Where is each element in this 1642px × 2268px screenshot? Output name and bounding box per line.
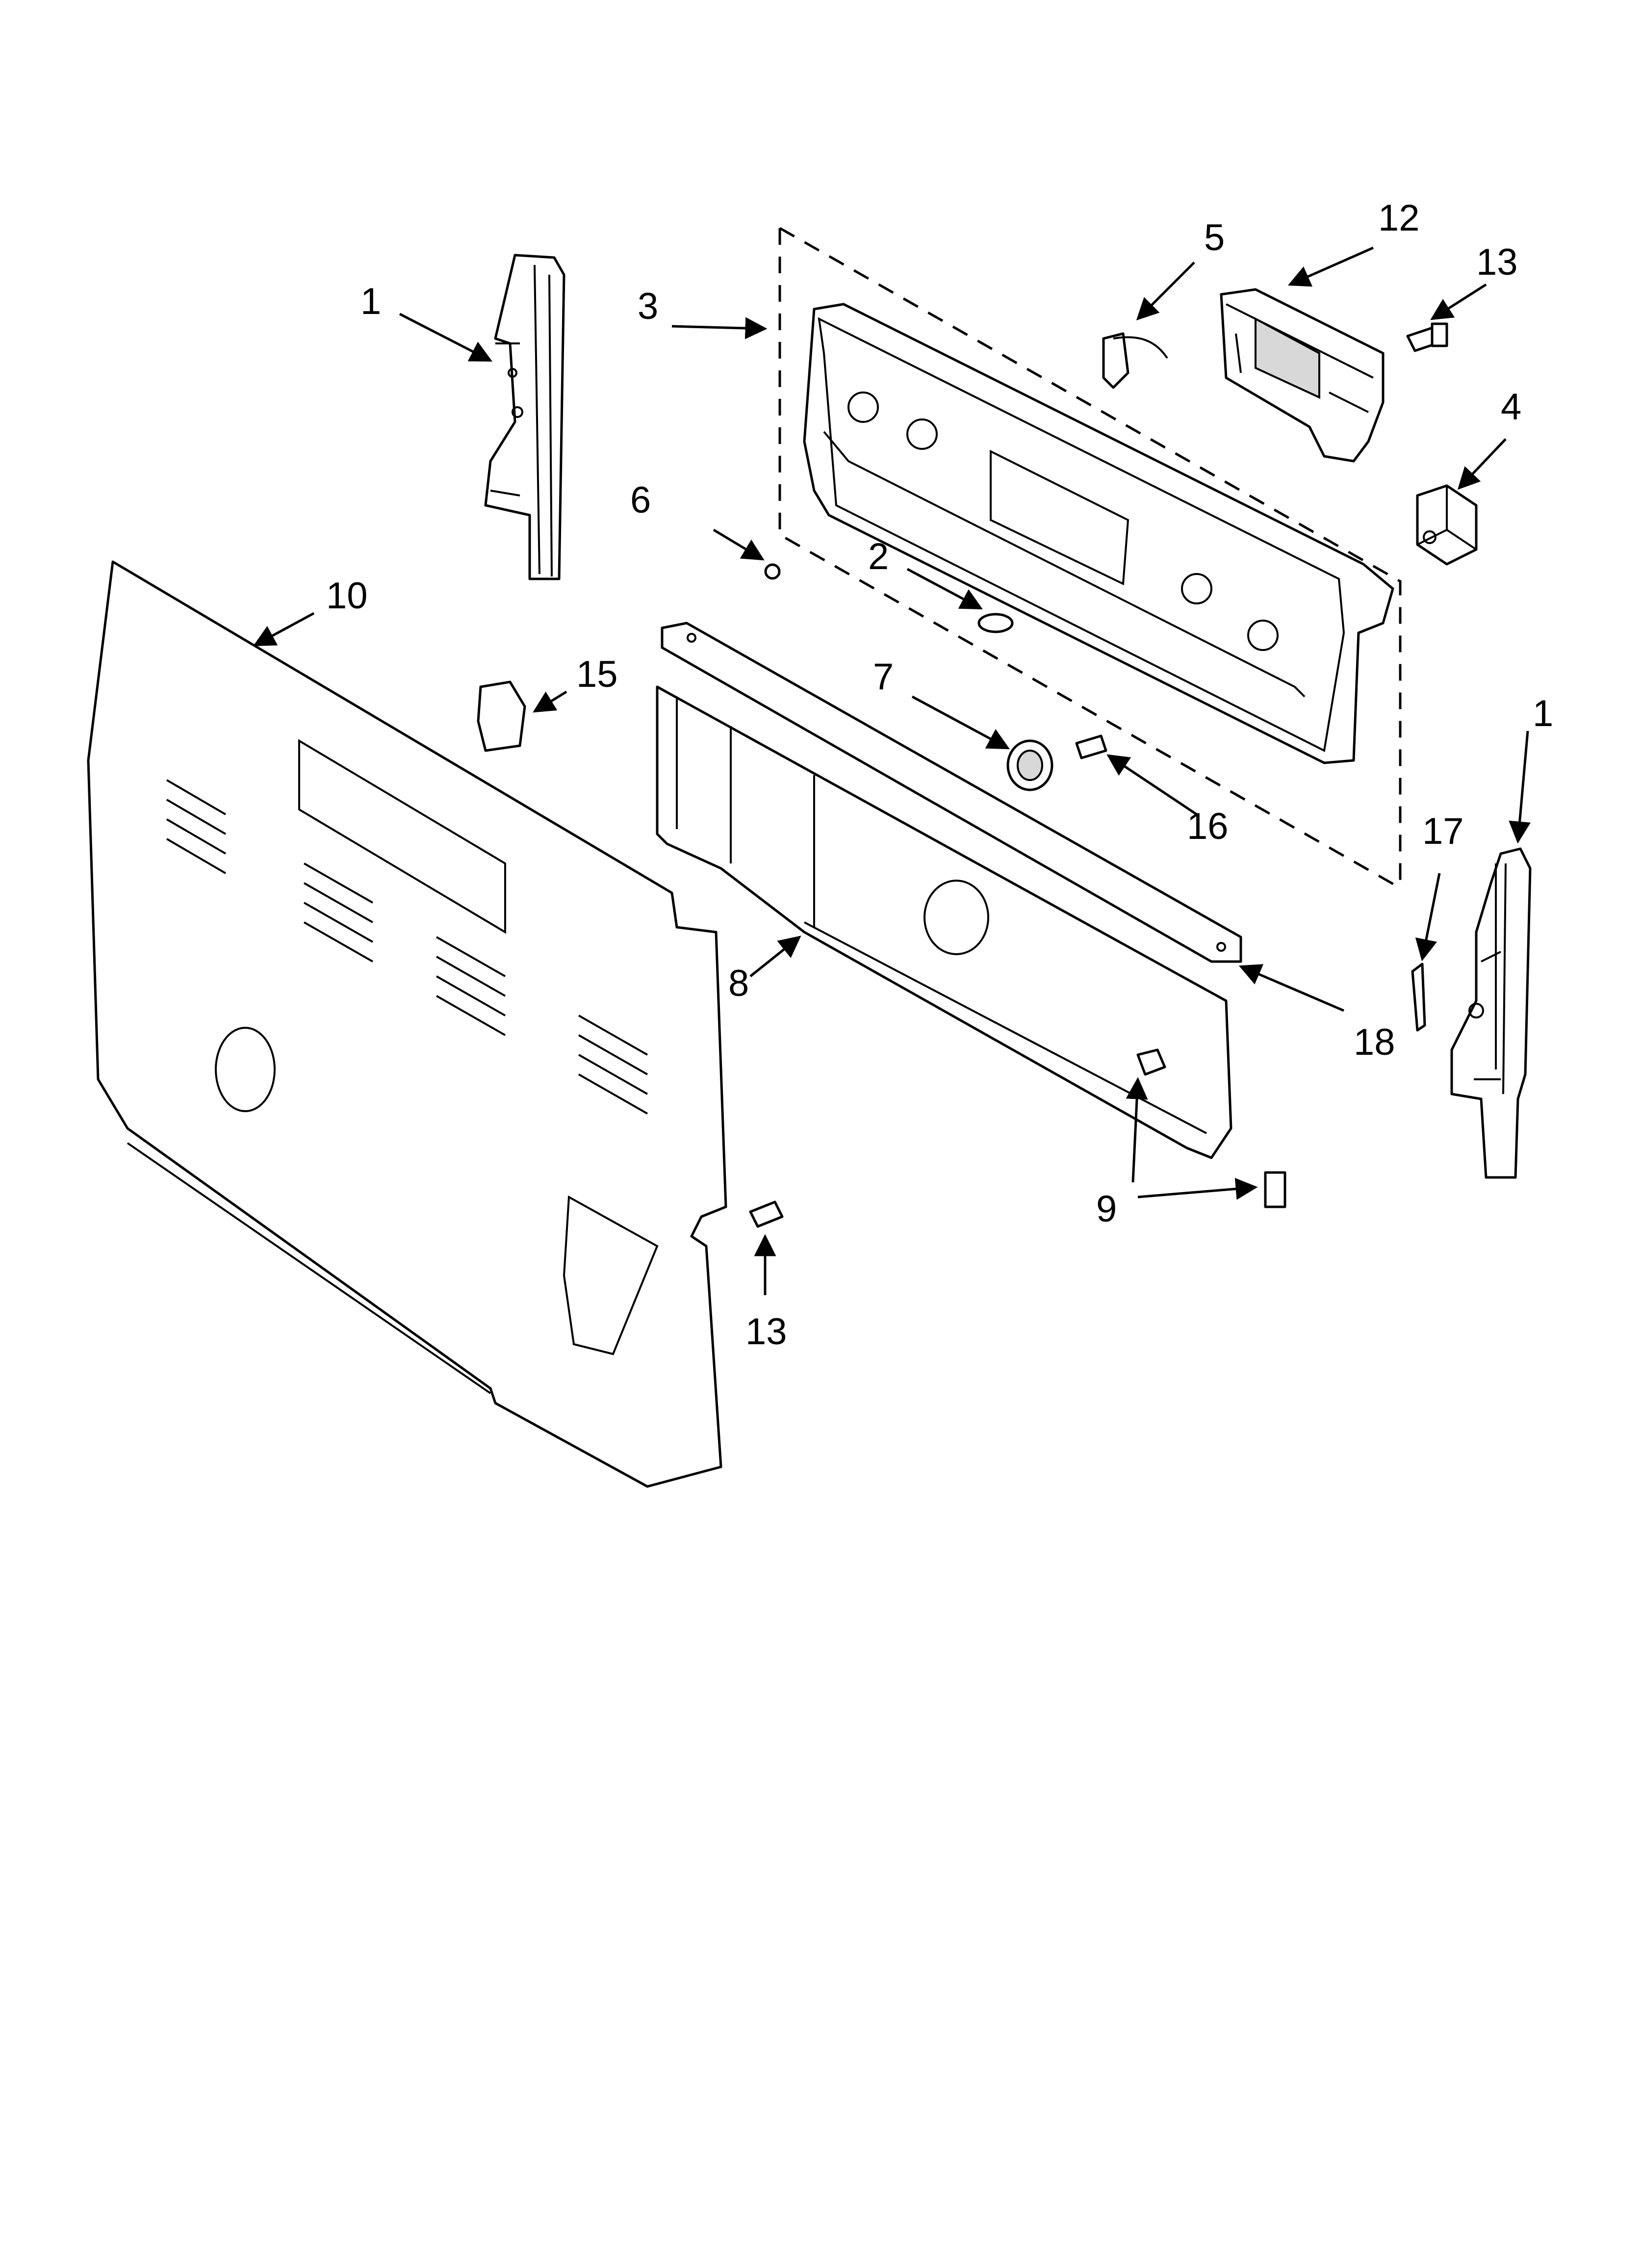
part-13-screw-lower	[749, 1200, 784, 1228]
part-1-right-side-bracket	[1450, 847, 1532, 1179]
callout-2: 2	[868, 536, 889, 577]
part-1-left-side-bracket	[484, 254, 565, 580]
part-2-badge	[977, 613, 1014, 633]
leader-lines	[253, 246, 1531, 1295]
part-3-control-panel	[803, 303, 1394, 764]
callout-1-left: 1	[360, 281, 381, 322]
callout-6: 6	[630, 479, 651, 521]
callout-16: 16	[1187, 806, 1229, 847]
callout-15: 15	[576, 653, 618, 695]
part-6-screw	[764, 563, 781, 580]
part-16-screw	[1075, 734, 1107, 759]
callout-8: 8	[728, 963, 749, 1004]
assembly-outline	[778, 227, 1402, 889]
callout-9: 9	[1096, 1188, 1117, 1230]
part-7-knob	[1006, 739, 1053, 791]
part-15-clip	[477, 680, 526, 752]
part-9-screws	[1136, 1048, 1286, 1208]
part-10-rear-panel	[87, 560, 727, 1488]
callout-labels: 1 1 2 3 4 5 6 7 8 9 10 12 13 13 15 16 17…	[326, 197, 1553, 1353]
part-4-switch-block	[1416, 484, 1478, 566]
callout-10: 10	[326, 575, 368, 617]
callout-7: 7	[873, 656, 894, 698]
part-17-small-bracket	[1411, 963, 1426, 1032]
part-12-control-board	[1220, 288, 1385, 463]
part-18-rail	[661, 622, 1242, 963]
callout-3: 3	[638, 286, 658, 327]
callout-5: 5	[1204, 217, 1225, 259]
part-8-manifold-panel	[656, 685, 1232, 1159]
callout-13-lower: 13	[745, 1311, 787, 1353]
callout-18: 18	[1354, 1021, 1395, 1063]
callout-12: 12	[1378, 197, 1420, 239]
callout-1-right: 1	[1533, 693, 1553, 734]
part-13-screw-upper	[1406, 322, 1448, 352]
callout-17: 17	[1422, 810, 1464, 852]
part-5-wire-harness	[1102, 332, 1168, 389]
callout-13-upper: 13	[1476, 241, 1518, 283]
callout-4: 4	[1501, 386, 1521, 428]
